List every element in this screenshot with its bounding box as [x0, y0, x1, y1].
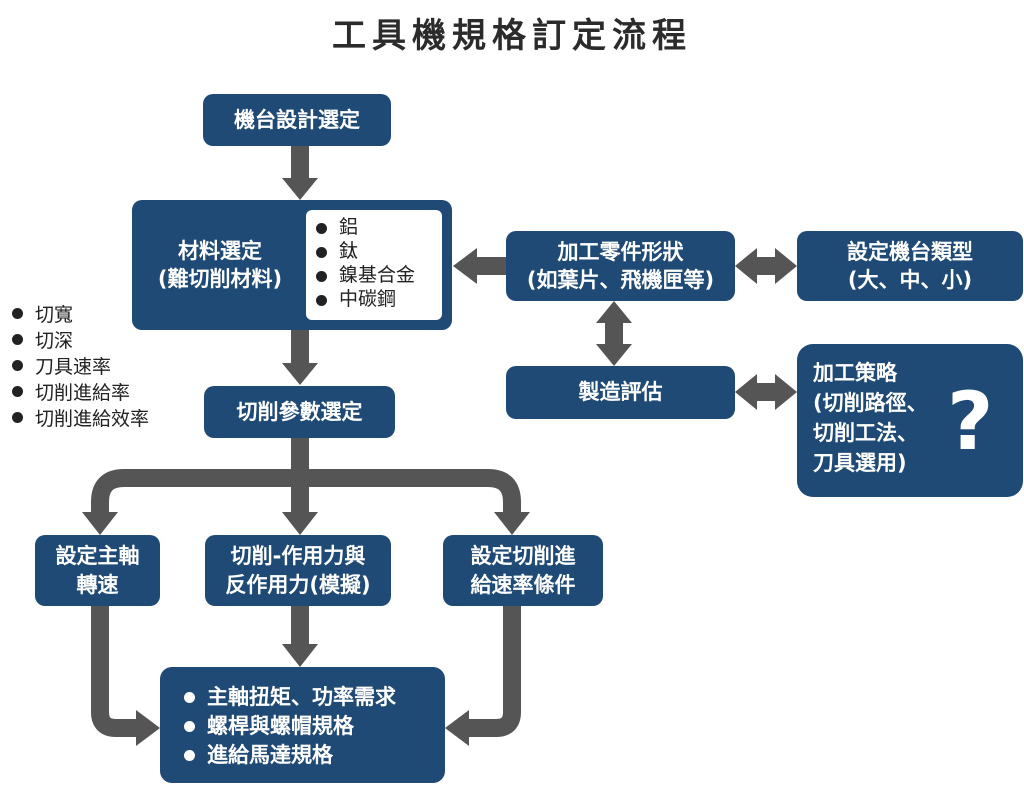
node-label: 切削參數選定	[236, 399, 363, 424]
bullet-icon	[12, 385, 23, 397]
list-item: 鎳基合金	[316, 264, 434, 288]
arrow-spindle-to-specs	[91, 606, 160, 746]
bullet-icon	[184, 750, 195, 761]
list-item: 鋁	[316, 216, 434, 240]
node-sublabel: (切削路徑、	[813, 391, 928, 415]
node-sublabel: 刀具選用)	[813, 451, 907, 475]
node-label: 設定主軸	[55, 544, 140, 569]
node-sublabel: (如葉片、飛機匣等)	[526, 268, 715, 292]
list-item: 刀具速率	[12, 352, 149, 378]
node-sublabel: (大、中、小)	[847, 268, 973, 292]
node-label: 材料選定	[178, 238, 262, 263]
list-item: 主軸扭矩、功率需求	[184, 683, 445, 712]
arrow-force-to-specs	[282, 606, 318, 667]
arrow-eval-strategy	[735, 374, 797, 410]
bullet-icon	[12, 307, 23, 319]
node-sublabel: (難切削材料)	[157, 267, 283, 291]
arrow-shape-to-material	[453, 248, 506, 284]
arrow-params-split	[82, 438, 530, 535]
node-sublabel: 反作用力(模擬)	[225, 572, 371, 597]
bullet-icon	[12, 359, 23, 371]
node-label: 切削-作用力與	[230, 544, 366, 569]
diagram-title: 工具機規格訂定流程	[332, 16, 692, 56]
bullet-icon	[316, 222, 327, 234]
bullet-icon	[184, 721, 195, 732]
node-feed-rate: 設定切削進 給速率條件	[443, 535, 603, 606]
bullet-icon	[316, 270, 327, 282]
node-label: 設定機台類型	[847, 239, 973, 264]
node-part-shape: 加工零件形狀 (如葉片、飛機匣等)	[506, 231, 735, 301]
list-item: 螺桿與螺帽規格	[184, 712, 445, 741]
node-sublabel: 切削工法、	[813, 421, 918, 445]
list-item: 進給馬達規格	[184, 741, 445, 770]
list-item: 切削進給效率	[12, 404, 149, 430]
node-machine-type: 設定機台類型 (大、中、小)	[797, 231, 1023, 301]
arrow-shape-eval	[596, 301, 632, 366]
node-label: 設定切削進	[470, 544, 576, 569]
list-item: 切寬	[12, 300, 149, 326]
bullet-icon	[12, 333, 23, 345]
node-label: 製造評估	[578, 380, 663, 405]
list-item: 切削進給率	[12, 378, 149, 404]
arrow-design-to-material	[282, 146, 318, 200]
node-spindle-speed: 設定主軸 轉速	[35, 535, 160, 606]
bullet-icon	[316, 246, 327, 258]
bullet-icon	[316, 294, 327, 306]
node-cut-params: 切削參數選定	[204, 386, 395, 438]
node-cutting-force: 切削-作用力與 反作用力(模擬)	[205, 535, 391, 606]
question-mark-icon: ?	[947, 375, 994, 468]
arrow-feed-to-specs	[445, 606, 521, 746]
node-mfg-eval: 製造評估	[506, 366, 735, 419]
material-list-panel: 鋁 鈦 鎳基合金 中碳鋼	[306, 210, 442, 320]
node-machine-design: 機台設計選定	[203, 94, 391, 146]
node-sublabel: 轉速	[76, 572, 119, 597]
node-sublabel: 給速率條件	[470, 572, 576, 597]
list-item: 中碳鋼	[316, 288, 434, 312]
list-item: 切深	[12, 326, 149, 352]
bullet-icon	[12, 411, 23, 423]
node-material: 材料選定 (難切削材料) 鋁 鈦 鎳基合金 中碳鋼	[132, 200, 452, 330]
bullet-icon	[184, 692, 195, 703]
node-label: 加工策略	[813, 361, 897, 385]
arrow-material-to-params	[282, 330, 318, 385]
node-label: 機台設計選定	[234, 107, 360, 132]
node-specs: 主軸扭矩、功率需求 螺桿與螺帽規格 進給馬達規格	[160, 667, 445, 783]
parameter-list: 切寬 切深 刀具速率 切削進給率 切削進給效率	[12, 300, 149, 430]
arrow-shape-machine-type	[735, 248, 797, 284]
list-item: 鈦	[316, 240, 434, 264]
node-strategy: 加工策略 (切削路徑、 切削工法、 刀具選用) ?	[797, 344, 1023, 497]
node-label: 加工零件形狀	[557, 239, 684, 264]
